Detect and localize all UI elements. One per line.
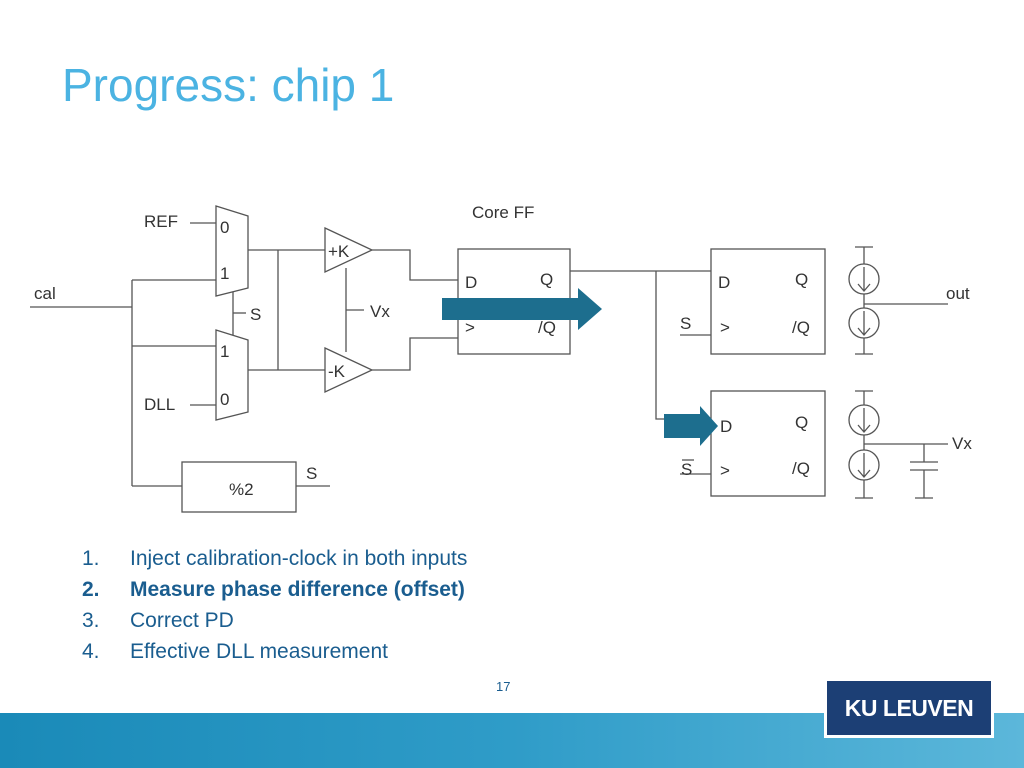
amp-plus-k bbox=[324, 226, 374, 274]
step-item-3: 3. Correct PD bbox=[82, 607, 467, 638]
label-ff1-clk: > bbox=[720, 318, 730, 337]
label-ref: REF bbox=[144, 212, 178, 231]
step-number: 2. bbox=[82, 578, 100, 601]
label-dll: DLL bbox=[144, 395, 175, 414]
label-ff2-q: Q bbox=[795, 413, 808, 432]
label-ff1-qb: /Q bbox=[792, 318, 810, 337]
label-ff2-d: D bbox=[720, 417, 732, 436]
label-ff1-s: S bbox=[680, 314, 691, 333]
label-amp-plus: +K bbox=[328, 242, 350, 261]
current-source-3 bbox=[848, 404, 880, 436]
wire-amp-plus-out bbox=[372, 249, 458, 281]
wire-amp-minus-out bbox=[372, 337, 458, 371]
label-ff1-q: Q bbox=[795, 270, 808, 289]
step-number: 3. bbox=[82, 609, 100, 632]
step-text: Correct PD bbox=[130, 609, 234, 632]
label-divider-out: S bbox=[306, 464, 317, 483]
label-divider: %2 bbox=[229, 480, 254, 499]
step-number: 4. bbox=[82, 640, 100, 663]
step-item-4: 4. Effective DLL measurement bbox=[82, 638, 467, 669]
ff1 bbox=[710, 248, 826, 355]
label-mux-bot-in1: 1 bbox=[220, 342, 229, 361]
label-vx-out: Vx bbox=[952, 434, 972, 453]
slide-title: Progress: chip 1 bbox=[62, 59, 395, 111]
label-ff1-d: D bbox=[718, 273, 730, 292]
label-mux-select: S bbox=[250, 305, 261, 324]
step-number: 1. bbox=[82, 547, 100, 570]
label-ff2-qb: /Q bbox=[792, 459, 810, 478]
label-ff2-sbar: S bbox=[681, 460, 692, 479]
mux-bottom bbox=[215, 329, 249, 421]
label-vx-mid: Vx bbox=[370, 302, 390, 321]
divider-block bbox=[181, 461, 297, 513]
label-core-qb: /Q bbox=[538, 318, 556, 337]
current-source-2 bbox=[848, 307, 880, 339]
step-text: Inject calibration-clock in both inputs bbox=[130, 547, 468, 570]
ku-leuven-logo: KU LEUVEN bbox=[824, 678, 994, 738]
step-item-2: 2. Measure phase difference (offset) bbox=[82, 576, 467, 607]
step-list: 1. Inject calibration-clock in both input… bbox=[82, 545, 467, 669]
amp-minus-k bbox=[324, 346, 374, 394]
label-out: out bbox=[946, 284, 970, 303]
current-source-4 bbox=[848, 449, 880, 481]
label-mux-top-in1: 1 bbox=[220, 264, 229, 283]
label-mux-bot-in0: 0 bbox=[220, 390, 229, 409]
step-item-1: 1. Inject calibration-clock in both input… bbox=[82, 545, 467, 576]
step-text: Measure phase difference (offset) bbox=[130, 578, 465, 601]
label-amp-minus: -K bbox=[328, 362, 346, 381]
mux-top bbox=[215, 205, 249, 297]
label-core-q: Q bbox=[540, 270, 553, 289]
label-core-ff: Core FF bbox=[472, 203, 534, 222]
wire-core-q-branch bbox=[655, 271, 711, 420]
label-mux-top-in0: 0 bbox=[220, 218, 229, 237]
current-source-1 bbox=[848, 263, 880, 295]
label-core-clk: > bbox=[465, 318, 475, 337]
step-text: Effective DLL measurement bbox=[130, 640, 388, 663]
page-number: 17 bbox=[496, 679, 511, 694]
highlight-arrow-ff2-d bbox=[664, 406, 718, 446]
label-cal: cal bbox=[34, 284, 56, 303]
label-ff2-clk: > bbox=[720, 461, 730, 480]
highlight-arrow-core-q bbox=[442, 288, 602, 330]
label-core-d: D bbox=[465, 273, 477, 292]
ff2 bbox=[710, 390, 826, 497]
